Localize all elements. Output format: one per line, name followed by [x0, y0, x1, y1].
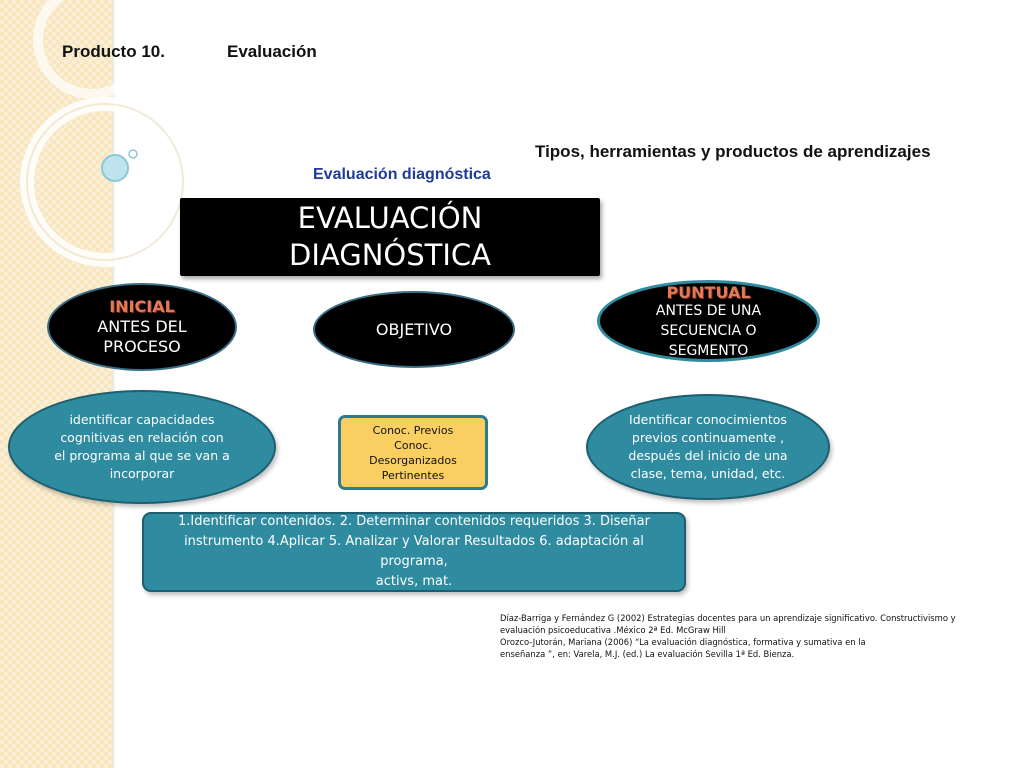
steps-line2: instrumento 4.Aplicar 5. Analizar y Valo… — [158, 532, 670, 572]
steps-box: 1.Identificar contenidos. 2. Determinar … — [142, 512, 686, 592]
reference-line1: Díaz-Barriga y Fernández G (2002) Estrat… — [500, 612, 980, 624]
objetivo-detail-line2: Conoc. — [394, 438, 432, 453]
diagram-label: Evaluación diagnóstica — [313, 166, 491, 184]
objetivo-detail-box: Conoc. Previos Conoc. Desorganizados Per… — [338, 415, 488, 490]
objetivo-detail-line4: Pertinentes — [382, 468, 444, 483]
reference-line4: enseñanza ”, en: Varela, M.J. (ed.) La e… — [500, 648, 980, 660]
reference-line3: Orozco-Jutorán, Mariana (2006) “La evalu… — [500, 636, 980, 648]
puntual-detail-line2: previos continuamente , — [632, 429, 784, 447]
steps-line3: activs, mat. — [158, 572, 670, 592]
reference-line2: evaluación psicoeducativa .México 2ª Ed.… — [500, 624, 980, 636]
main-title-box: EVALUACIÓN DIAGNÓSTICA — [180, 198, 600, 276]
inicial-detail-line3: el programa al que se van a — [54, 447, 230, 465]
puntual-detail-line4: clase, tema, unidad, etc. — [631, 465, 786, 483]
puntual-line3: SEGMENTO — [669, 341, 749, 361]
puntual-detail-oval: Identificar conocimientos previos contin… — [586, 394, 830, 500]
inicial-oval: INICIAL ANTES DEL PROCESO — [47, 283, 237, 371]
main-title-line2: DIAGNÓSTICA — [289, 237, 491, 274]
inicial-title: INICIAL — [109, 297, 175, 317]
steps-line1: 1.Identificar contenidos. 2. Determinar … — [158, 512, 670, 532]
section-title: Evaluación — [227, 42, 317, 62]
puntual-detail-line3: después del inicio de una — [628, 447, 787, 465]
puntual-title: PUNTUAL — [666, 285, 750, 301]
inicial-line1: ANTES DEL — [97, 317, 186, 337]
objetivo-oval: OBJETIVO — [313, 291, 515, 368]
inicial-detail-oval: identificar capacidades cognitivas en re… — [8, 390, 276, 504]
puntual-line1: ANTES DE UNA — [656, 301, 761, 321]
main-title-line1: EVALUACIÓN — [289, 200, 491, 237]
references: Díaz-Barriga y Fernández G (2002) Estrat… — [500, 612, 980, 660]
puntual-detail-line1: Identificar conocimientos — [629, 411, 787, 429]
objetivo-detail-line1: Conoc. Previos — [373, 423, 454, 438]
subtitle: Tipos, herramientas y productos de apren… — [535, 142, 931, 162]
inicial-detail-line4: incorporar — [110, 465, 175, 483]
inicial-detail-line2: cognitivas en relación con — [60, 429, 223, 447]
inicial-line2: PROCESO — [103, 337, 180, 357]
puntual-line2: SECUENCIA O — [660, 321, 756, 341]
product-number: Producto 10. — [62, 42, 165, 62]
objetivo-label: OBJETIVO — [376, 320, 452, 339]
objetivo-detail-line3: Desorganizados — [369, 453, 457, 468]
inicial-detail-line1: identificar capacidades — [69, 411, 214, 429]
puntual-oval: PUNTUAL ANTES DE UNA SECUENCIA O SEGMENT… — [597, 280, 820, 362]
